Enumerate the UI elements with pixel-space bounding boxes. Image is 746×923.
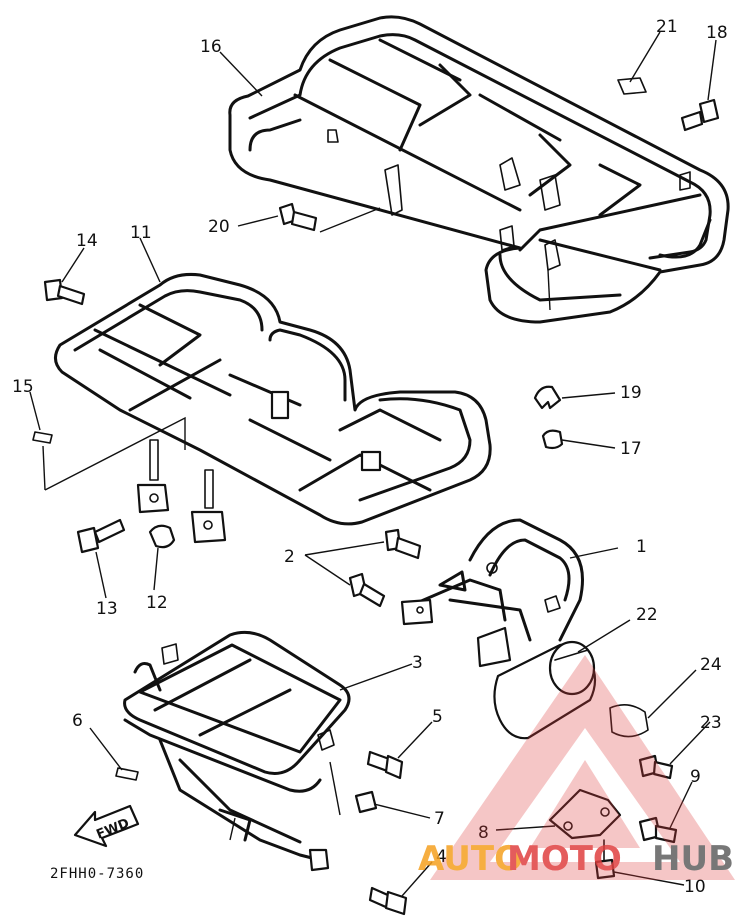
callout-numbers: 16 21 18 20 14 11 15 19 17 13 12 1 2 22 …	[12, 17, 728, 897]
bolt-13	[76, 518, 126, 554]
bolt-4	[368, 886, 408, 916]
leader-lines	[29, 31, 717, 897]
callout-10: 10	[684, 877, 706, 897]
nut-7	[354, 790, 378, 814]
watermark-text-moto: MOTO	[507, 839, 622, 879]
guard-1	[400, 518, 584, 668]
bolt-23	[638, 754, 674, 780]
diagram-code: 2FHH0-7360	[50, 866, 144, 882]
callout-20: 20	[208, 217, 230, 237]
callout-6: 6	[72, 711, 83, 731]
gasket-24	[609, 704, 649, 738]
callout-17: 17	[620, 439, 642, 459]
label-21	[617, 77, 647, 95]
bushing-17	[541, 429, 564, 450]
callout-11: 11	[130, 223, 152, 243]
callout-8: 8	[478, 823, 489, 843]
lower-guard-3	[123, 630, 351, 872]
label-6	[115, 767, 139, 781]
bolts-2	[348, 528, 422, 608]
bolt-9	[638, 816, 678, 844]
callout-5: 5	[432, 707, 443, 727]
callout-7: 7	[434, 809, 445, 829]
label-15	[32, 431, 53, 491]
collar-12	[148, 524, 176, 549]
lamp-22	[493, 640, 597, 740]
callout-4: 4	[436, 847, 447, 867]
callout-15: 15	[12, 377, 34, 397]
watermark-text-auto: AUTO	[418, 839, 523, 879]
watermark-triangle	[430, 655, 735, 880]
clip-19	[533, 385, 562, 410]
bolt-14	[43, 278, 86, 306]
callout-23: 23	[700, 713, 722, 733]
callout-12: 12	[146, 593, 168, 613]
bolt-10	[594, 839, 616, 880]
callout-24: 24	[700, 655, 722, 675]
callout-2: 2	[284, 547, 295, 567]
bolt-18	[680, 98, 720, 132]
watermark-logo: AUTO MOTO HUB	[418, 655, 735, 880]
callout-9: 9	[690, 767, 701, 787]
rear-carrier	[228, 15, 730, 324]
callout-21: 21	[656, 17, 678, 37]
callout-14: 14	[76, 231, 98, 251]
callout-13: 13	[96, 599, 118, 619]
callout-22: 22	[636, 605, 658, 625]
callout-16: 16	[200, 37, 222, 57]
bracket-8	[548, 788, 622, 840]
front-carrier	[44, 273, 492, 544]
callout-19: 19	[620, 383, 642, 403]
bolt-20	[278, 202, 318, 232]
fwd-arrow: FWD	[73, 804, 140, 848]
callout-18: 18	[706, 23, 728, 43]
callout-1: 1	[636, 537, 647, 557]
watermark-text-hub: HUB	[652, 839, 734, 879]
bolt-5	[366, 750, 404, 780]
callout-3: 3	[412, 653, 423, 673]
